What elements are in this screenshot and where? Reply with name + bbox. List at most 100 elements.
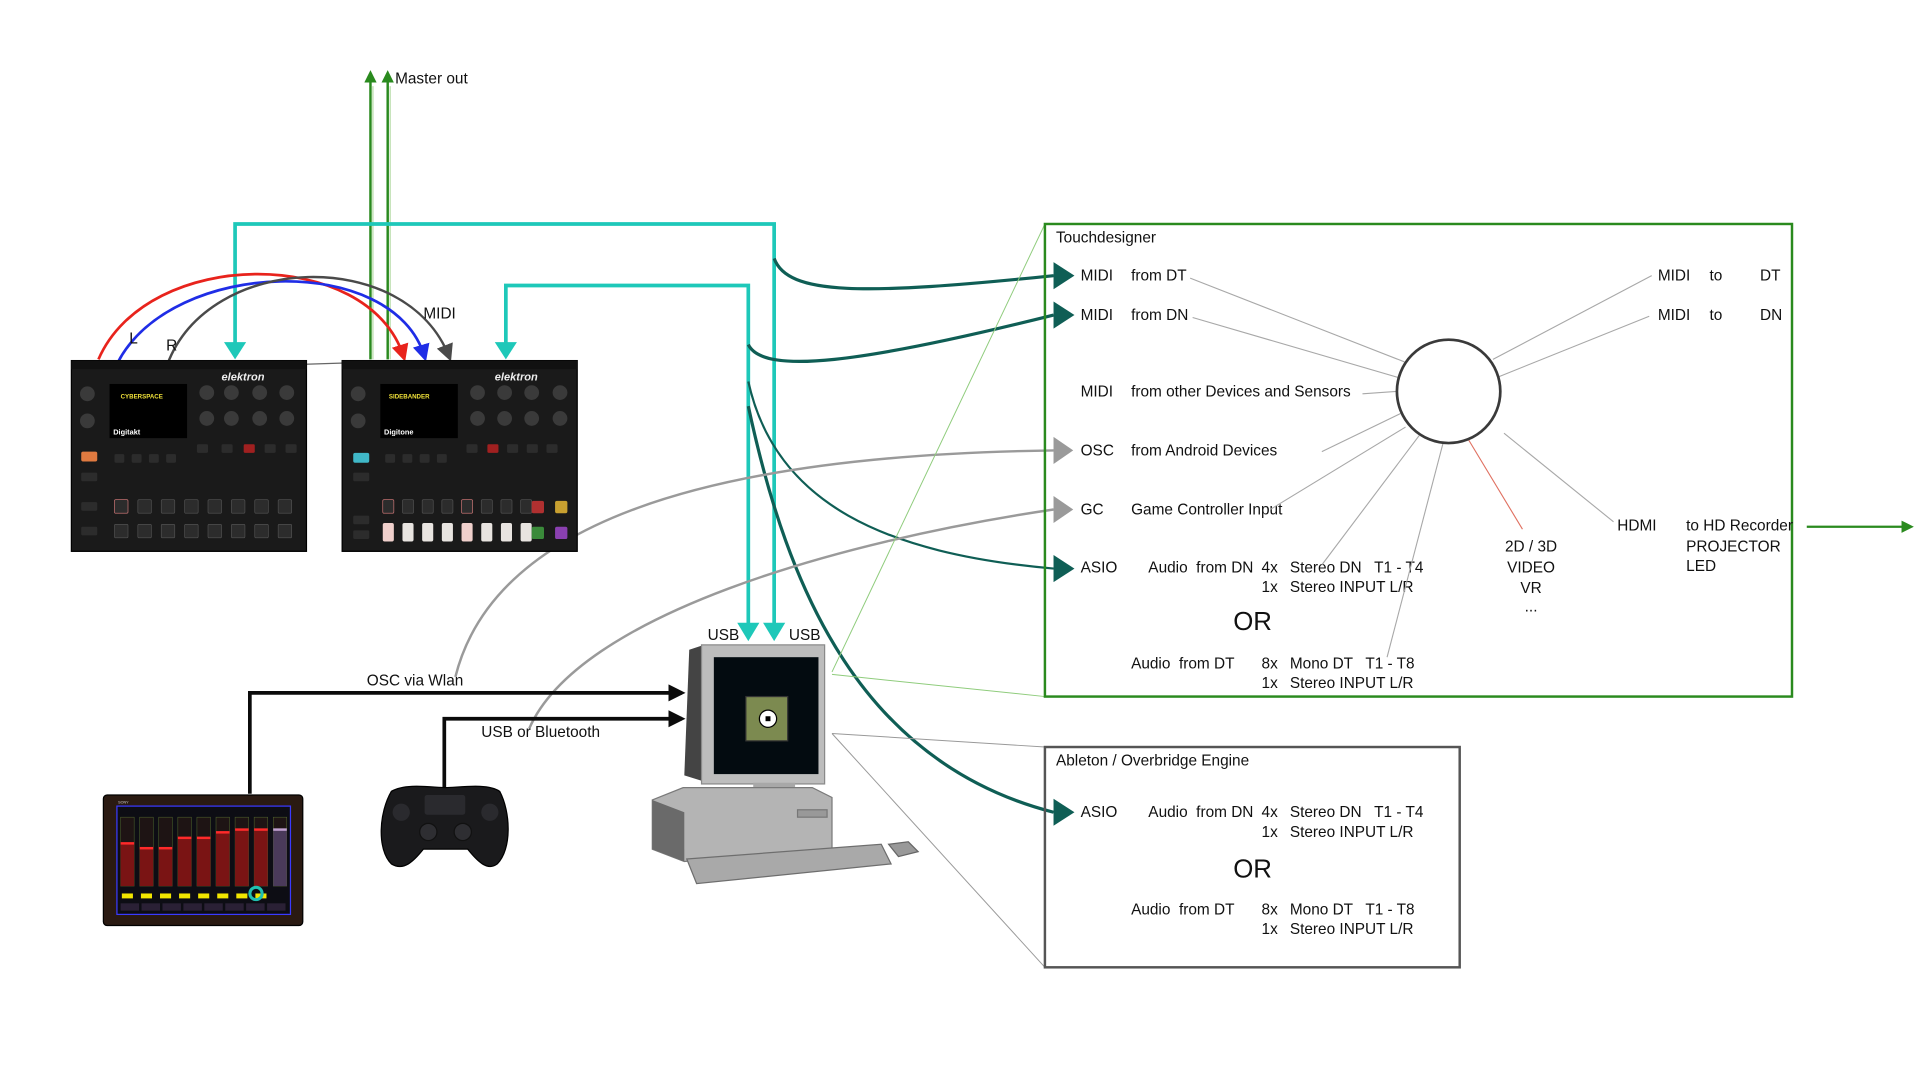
tablet-fader-handle[interactable] — [235, 828, 249, 831]
tablet-faders[interactable] — [120, 816, 288, 911]
pc-drive-slot — [796, 809, 828, 818]
tablet-fader-level — [273, 829, 287, 887]
osc-gc-curves — [454, 449, 1054, 730]
ab-asio-or: OR — [1233, 855, 1272, 883]
tablet-fader-handle[interactable] — [158, 846, 173, 850]
tablet-bottom-button[interactable] — [204, 903, 223, 911]
tablet-mute-button[interactable] — [179, 893, 191, 899]
digitone-screen — [380, 383, 458, 439]
pc-case — [651, 787, 833, 863]
tablet-mute-button[interactable] — [140, 893, 152, 899]
tablet-dial[interactable] — [248, 885, 264, 902]
tablet[interactable]: SONY — [102, 794, 304, 927]
tablet-fader-level — [120, 843, 135, 887]
td-output-to: to — [1710, 268, 1723, 285]
tablet-fader-handle[interactable] — [196, 836, 211, 840]
digitone-name: Digitone — [384, 427, 414, 436]
td-input-desc: from Android Devices — [1131, 442, 1277, 459]
tablet-fader-handle[interactable] — [177, 836, 192, 840]
digitone-knobs[interactable] — [350, 385, 568, 429]
gamepad-dpad[interactable] — [392, 803, 410, 821]
arrow-midi-from-dt — [1053, 262, 1075, 290]
video-line: ... — [1525, 599, 1538, 616]
ab-asio-dn-count1: 4x — [1262, 804, 1279, 821]
tablet-fader-handle[interactable] — [254, 828, 268, 831]
tablet-bottom-button[interactable] — [225, 903, 244, 911]
digitakt-device[interactable]: elektron CYBERSPACE Digitakt — [70, 359, 308, 552]
td-output-type: MIDI — [1658, 268, 1690, 285]
digitone-keyboard[interactable] — [382, 523, 532, 542]
td-asio-type: ASIO — [1081, 559, 1118, 576]
ab-asio-dt-line2: Stereo INPUT L/R — [1290, 921, 1414, 938]
tablet-fader-level — [254, 829, 268, 887]
curve-midi-from-dt — [772, 257, 1054, 291]
tablet-mute-button[interactable] — [198, 893, 210, 899]
tablet-bottom-button[interactable] — [267, 903, 286, 911]
video-line: VR — [1520, 580, 1541, 597]
tablet-mute-button[interactable] — [160, 893, 172, 899]
mouse[interactable] — [887, 841, 920, 858]
td-hdmi-target: to HD Recorder — [1686, 517, 1793, 534]
tablet-fader-handle[interactable] — [273, 828, 287, 831]
digitakt-pads[interactable] — [114, 499, 293, 539]
digitakt-knobs[interactable] — [80, 385, 295, 429]
tablet-bottom-button[interactable] — [183, 903, 202, 911]
td-asio-dt-count1: 8x — [1262, 655, 1279, 672]
cable-label-left: L — [129, 330, 138, 347]
tablet-mute-button[interactable] — [236, 893, 248, 899]
td-video-output: 2D / 3D VIDEO VR ... — [1505, 538, 1557, 615]
td-asio-dn-line1: Stereo DN T1 - T4 — [1290, 559, 1424, 576]
tablet-bottom-button[interactable] — [141, 903, 160, 911]
ab-asio-dn-count2: 1x — [1262, 824, 1279, 841]
digitone-func-button[interactable] — [353, 452, 370, 463]
gamepad-face-buttons[interactable] — [481, 803, 499, 821]
td-hdmi-target: LED — [1686, 558, 1716, 575]
video-line: 2D / 3D — [1505, 538, 1557, 555]
td-asio-dt-source: Audio from DT — [1131, 655, 1235, 672]
tablet-bottom-button[interactable] — [246, 903, 265, 911]
tablet-fader-handle[interactable] — [120, 842, 135, 845]
tablet-fader-handle[interactable] — [216, 831, 230, 834]
td-input-desc: Game Controller Input — [1131, 501, 1283, 518]
arrow-osc — [1053, 436, 1074, 464]
tablet-mute-button[interactable] — [121, 893, 133, 899]
gamepad-right-stick[interactable] — [453, 822, 472, 842]
tablet-fader-handle[interactable] — [139, 846, 154, 850]
device-wires — [248, 684, 686, 819]
digitone-screen-title: SIDEBANDER — [389, 394, 430, 401]
tablet-bottom-button[interactable] — [120, 903, 140, 911]
gamepad-left-stick[interactable] — [419, 822, 438, 842]
touchdesigner-title: Touchdesigner — [1056, 229, 1156, 246]
digitakt-func-button[interactable] — [81, 451, 98, 462]
ab-asio-dn-line2: Stereo INPUT L/R — [1290, 824, 1414, 841]
pc-case-side — [652, 799, 685, 862]
arrow-midi-from-dn — [1053, 301, 1075, 329]
td-input-type: MIDI — [1081, 307, 1113, 324]
wire-label-usb-bluetooth: USB or Bluetooth — [481, 724, 600, 741]
usb-label-right: USB — [789, 627, 821, 644]
digitone-track-buttons[interactable] — [531, 500, 568, 540]
td-asio-or: OR — [1233, 608, 1272, 636]
digitone-buttons[interactable] — [353, 444, 558, 540]
td-asio-dn-count1: 4x — [1262, 559, 1279, 576]
td-hdmi-type: HDMI — [1617, 517, 1656, 534]
td-asio-dn-line2: Stereo INPUT L/R — [1290, 579, 1414, 596]
video-line: VIDEO — [1507, 559, 1555, 576]
gamepad[interactable] — [380, 785, 509, 868]
td-asio-dt-line2: Stereo INPUT L/R — [1290, 675, 1414, 692]
ab-asio-type: ASIO — [1081, 804, 1118, 821]
td-input-desc: from DN — [1131, 307, 1188, 324]
digitakt-buttons[interactable] — [81, 444, 297, 536]
usb-arrow-digitakt — [224, 342, 247, 360]
digitone-trig-keys[interactable] — [382, 499, 532, 514]
hub-circle — [1395, 338, 1502, 445]
tablet-mute-button[interactable] — [217, 893, 229, 899]
keyboard[interactable] — [685, 843, 893, 885]
computer[interactable] — [651, 644, 920, 885]
digitone-device[interactable]: elektron SIDEBANDER Digitone — [341, 359, 578, 552]
tablet-bottom-button[interactable] — [162, 903, 181, 911]
cable-label-right: R — [166, 338, 177, 355]
ab-asio-dt-line1: Mono DT T1 - T8 — [1290, 901, 1415, 918]
td-asio-dn-source: Audio from DN — [1148, 559, 1253, 576]
